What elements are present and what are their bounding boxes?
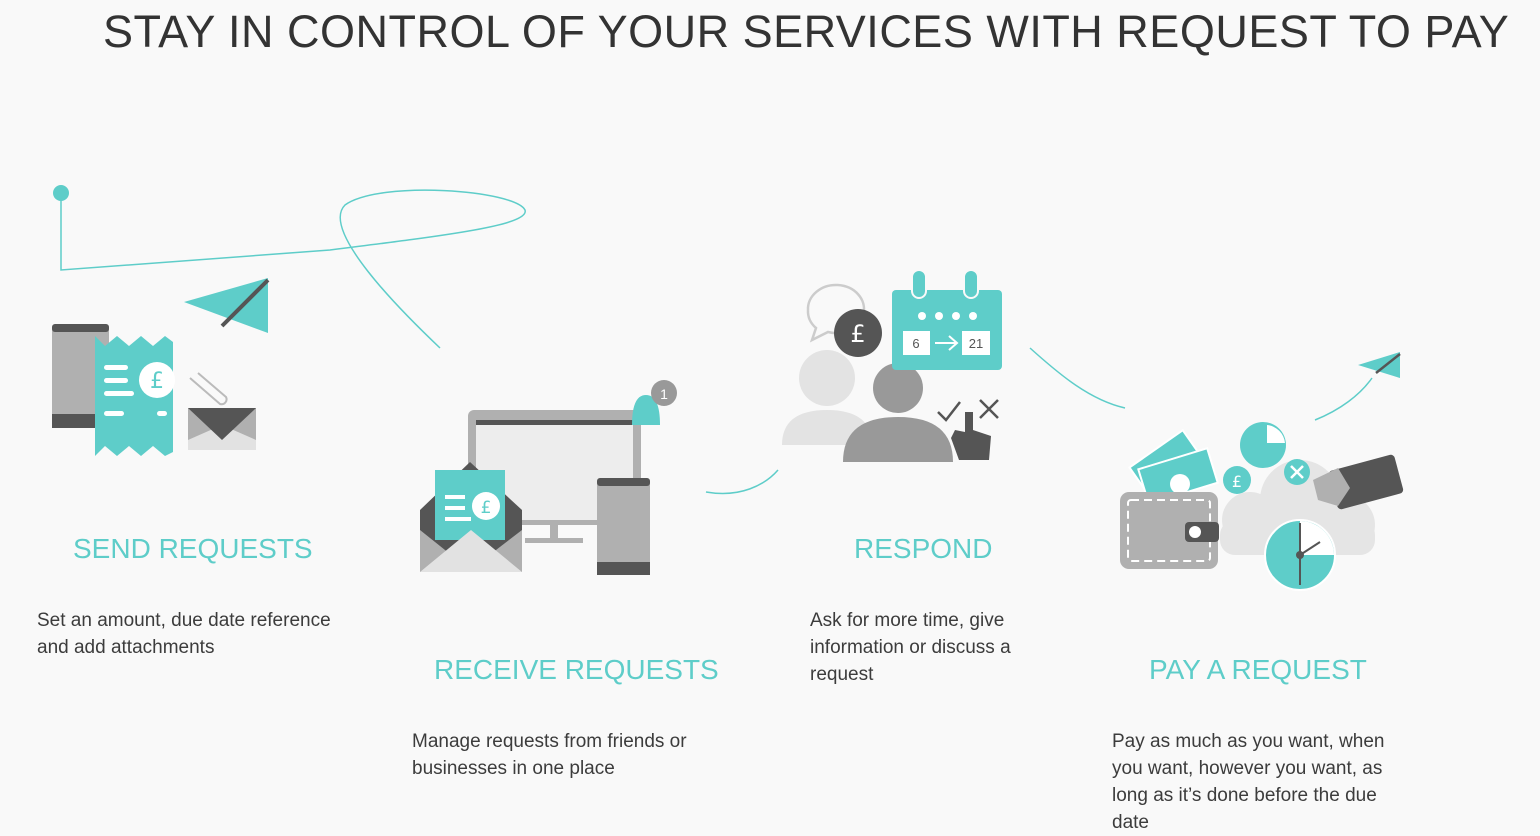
notification-badge [651,380,677,406]
svg-text:£: £ [1232,472,1242,491]
receive-request-illustration: 1 £ [420,380,677,575]
svg-text:21: 21 [969,336,983,351]
pay-request-illustration: £ [1120,352,1404,591]
pound-coin-icon [1223,466,1251,494]
wallet-icon [1120,492,1218,569]
step-description-receive-requests: Manage requests from friends or business… [412,731,687,779]
page-title: STAY IN CONTROL OF YOUR SERVICES WITH RE… [103,6,1510,57]
bell-icon [632,395,660,425]
connector-line [53,185,1373,495]
step-description-pay-a-request: Pay as much as you want, when you want, … [1112,731,1385,833]
svg-text:6: 6 [912,336,919,351]
step-heading-pay-a-request: PAY A REQUEST [1149,654,1367,685]
calendar-icon [892,290,1002,370]
pound-coin-icon [139,362,175,398]
step-description-send-requests: Set an amount, due date reference and ad… [37,610,331,658]
step-heading-send-requests: SEND REQUESTS [73,533,313,564]
paper-plane-icon [1358,352,1400,378]
card-icon [1328,454,1404,510]
paperclip-icon [189,372,228,406]
send-request-illustration: £ [52,278,270,456]
step-heading-receive-requests: RECEIVE REQUESTS [434,654,719,685]
cross-icon [979,399,999,419]
step-heading-respond: RESPOND [854,533,993,564]
pointer-hand-icon [951,412,991,460]
paper-plane-icon [184,278,268,333]
respond-illustration: £ 6 21 [782,269,1002,462]
check-icon [937,401,961,422]
pie-chart-icon [1240,422,1286,468]
person-icon [873,363,923,413]
step-description-respond: Ask for more time, give information or d… [810,610,1011,685]
svg-text:1: 1 [660,386,668,402]
svg-text:£: £ [850,320,865,348]
svg-text:£: £ [150,369,164,394]
svg-text:£: £ [481,498,492,518]
phone-icon [597,478,650,575]
phone-icon [52,324,109,428]
pound-bubble-icon [834,309,882,357]
